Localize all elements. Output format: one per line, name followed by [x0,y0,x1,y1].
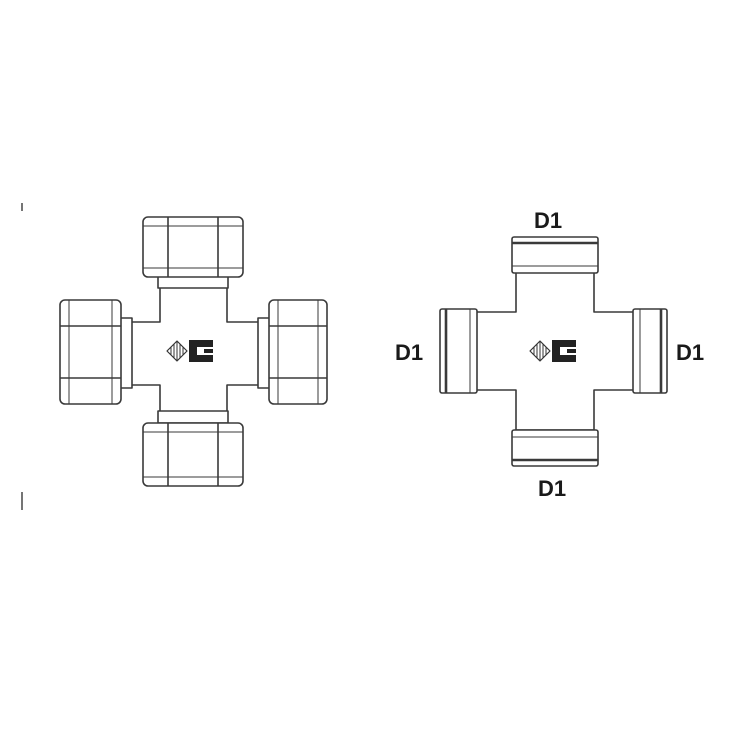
left-cross-fitting [59,216,328,487]
right-left-port [439,308,478,394]
dimension-label-top: D1 [534,208,563,233]
right-right-port [632,308,668,394]
left-left-nut [59,299,133,405]
right-top-port [511,236,599,274]
right-cross-fitting [439,236,668,467]
left-bottom-nut [142,410,244,487]
manufacturer-logo-icon [529,340,576,362]
left-right-nut [257,299,328,405]
right-bottom-port [511,429,599,467]
manufacturer-logo-icon [166,340,213,362]
dimension-label-right: D1 [676,340,705,365]
dimension-label-bottom: D1 [538,476,567,501]
dimension-label-left: D1 [395,340,424,365]
left-top-nut [142,216,244,289]
